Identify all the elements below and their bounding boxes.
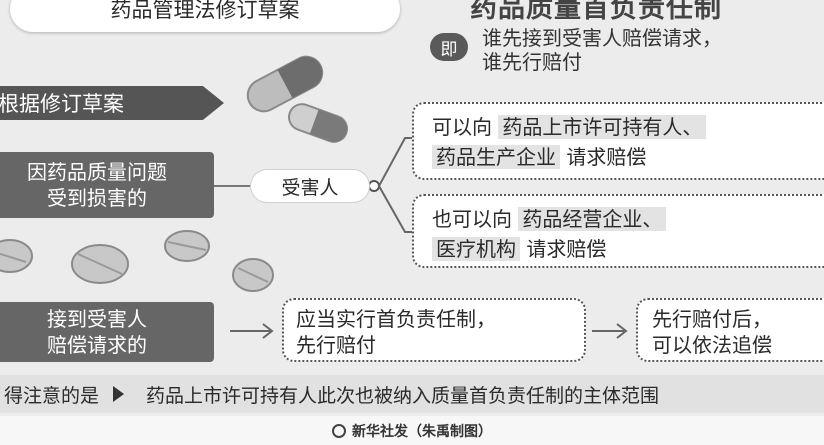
option-b-highlight-1: 药品经营企业、	[518, 207, 667, 231]
xinhua-logo-icon	[332, 423, 346, 438]
option-a-prefix: 可以向	[432, 115, 492, 139]
option-b-prefix: 也可以向	[432, 207, 512, 231]
option-b-highlight-2: 医疗机构	[432, 237, 520, 261]
then-line-2: 可以依法追偿	[652, 333, 772, 357]
pill-icon	[232, 258, 274, 292]
option-a-highlight-1: 药品上市许可持有人、	[498, 115, 707, 139]
pill-icon	[164, 230, 210, 262]
option-a-box: 可以向 药品上市许可持有人、 药品生产企业 请求赔偿	[412, 102, 824, 180]
basis-label-text: 根据修订草案	[0, 92, 124, 116]
basis-arrow-label: 根据修订草案	[0, 86, 224, 120]
branch-node	[368, 180, 380, 192]
option-a-suffix: 请求赔偿	[566, 145, 647, 169]
arrow-right-icon	[592, 323, 628, 339]
cause-line-1: 因药品质量问题	[27, 160, 167, 184]
option-b-line-2: 医疗机构 请求赔偿	[432, 234, 824, 264]
ji-badge: 即	[430, 33, 468, 61]
arrow-right-icon	[230, 323, 274, 339]
first-resp-line-1: 应当实行首负责任制，	[296, 307, 496, 331]
main-title: 药品质量首负责任制	[470, 0, 722, 24]
pill-icon	[0, 239, 33, 273]
note-label: 得注意的是	[4, 384, 100, 407]
note-text: 药品上市许可持有人此次也被纳入质量首负责任制的主体范围	[146, 384, 660, 407]
recovery-box: 先行赔付后， 可以依法追偿	[636, 298, 824, 362]
ji-line-1: 谁先接到受害人赔偿请求，	[482, 26, 722, 50]
option-a-highlight-2: 药品生产企业	[432, 145, 560, 169]
victim-pill: 受害人	[251, 170, 369, 202]
option-a-line-1: 可以向 药品上市许可持有人、	[432, 112, 824, 142]
ji-line-2: 谁先行赔付	[482, 50, 582, 74]
receive-box: 接到受害人 赔偿请求的	[0, 302, 214, 362]
note-bar: 得注意的是 药品上市许可持有人此次也被纳入质量首负责任制的主体范围	[0, 375, 824, 413]
capsule-icon	[288, 103, 348, 143]
ji-definition: 谁先接到受害人赔偿请求， 谁先行赔付	[482, 26, 722, 74]
then-line-1: 先行赔付后，	[652, 307, 772, 331]
cause-box: 因药品质量问题 受到损害的	[0, 152, 214, 218]
first-resp-line-2: 先行赔付	[296, 333, 376, 357]
subject-title: 药品管理法修订草案	[110, 0, 300, 22]
credit-text: 新华社发（朱禹制图）	[352, 423, 492, 440]
option-b-line-1: 也可以向 药品经营企业、	[432, 204, 824, 234]
receive-line-2: 赔偿请求的	[47, 333, 147, 357]
credit-bar: 新华社发（朱禹制图）	[0, 416, 824, 445]
pill-icon	[71, 244, 129, 284]
victim-label: 受害人	[281, 176, 339, 199]
capsule-icon	[246, 55, 324, 113]
receive-line-1: 接到受害人	[47, 307, 147, 331]
cause-line-2: 受到损害的	[47, 186, 147, 210]
subject-title-pill: 药品管理法修订草案	[10, 0, 400, 32]
first-responsibility-box: 应当实行首负责任制， 先行赔付	[282, 298, 586, 362]
option-b-box: 也可以向 药品经营企业、 医疗机构 请求赔偿	[412, 194, 824, 268]
option-a-line-2: 药品生产企业 请求赔偿	[432, 142, 824, 172]
option-b-suffix: 请求赔偿	[526, 237, 607, 261]
branch-line-b	[378, 185, 414, 233]
play-triangle-icon	[113, 386, 125, 402]
branch-line-a	[378, 137, 414, 187]
